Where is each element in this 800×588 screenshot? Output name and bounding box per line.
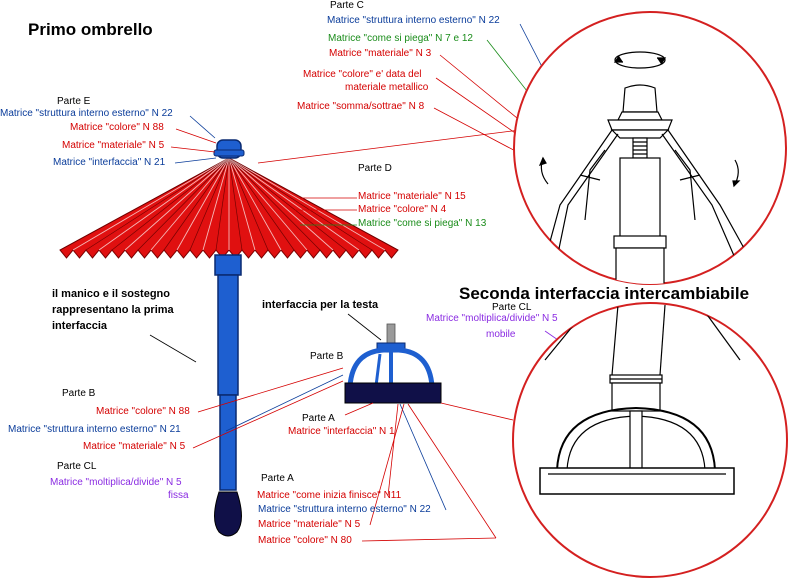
parte-a-bottom-item: Matrice "come inizia finisce" N11 bbox=[257, 490, 402, 501]
parte-a-bottom-header: Parte A bbox=[261, 473, 294, 484]
umbrella-handle bbox=[214, 254, 242, 537]
canopy-rib bbox=[176, 157, 230, 251]
parte-cl-right-item: mobile bbox=[486, 329, 516, 340]
canopy-rib bbox=[124, 157, 230, 251]
parte-cl-right-header: Parte CL bbox=[492, 302, 532, 313]
canopy-rib bbox=[228, 157, 256, 251]
canopy-rib bbox=[59, 157, 230, 251]
note-handle-line: rappresentano la prima bbox=[52, 304, 174, 316]
parte-c-item: materiale metallico bbox=[345, 82, 429, 93]
umbrella-canopy bbox=[59, 157, 399, 259]
head-interface bbox=[344, 323, 442, 404]
canopy-rib bbox=[202, 157, 230, 251]
canopy-rib bbox=[228, 157, 399, 251]
canopy-rib bbox=[72, 157, 230, 251]
parte-d-item: Matrice "come si piega" N 13 bbox=[358, 218, 487, 229]
parte-c-header: Parte C bbox=[330, 0, 364, 11]
canopy-rib bbox=[215, 157, 230, 251]
parte-cl-left-item: Matrice "moltiplica/divide" N 5 bbox=[50, 477, 182, 488]
parte-b-left-header: Parte B bbox=[62, 388, 96, 399]
umbrella-top-knob bbox=[213, 139, 245, 159]
canopy-rib bbox=[228, 157, 360, 251]
canopy-rib bbox=[228, 157, 243, 251]
parte-e-item: Matrice "struttura interno esterno" N 22 bbox=[0, 108, 173, 119]
canopy-rib bbox=[228, 157, 334, 251]
canopy-rib bbox=[98, 157, 230, 251]
parte-cl-left-header: Parte CL bbox=[57, 461, 97, 472]
parte-c-item: Matrice "somma/sottrae" N 8 bbox=[297, 101, 425, 112]
canopy-rib bbox=[228, 157, 321, 251]
parte-cl-right-item: Matrice "moltiplica/divide" N 5 bbox=[426, 313, 558, 324]
detail-circle-top bbox=[513, 11, 787, 285]
canopy-rib bbox=[228, 157, 308, 251]
parte-a-head-header: Parte A bbox=[302, 413, 335, 424]
parte-a-head-item: Matrice "interfaccia" N 1 bbox=[288, 426, 395, 437]
parte-a-bottom-item: Matrice "struttura interno esterno" N 22 bbox=[258, 504, 431, 515]
parte-a-bottom-item: Matrice "materiale" N 5 bbox=[258, 519, 361, 530]
parte-cl-left-item: fissa bbox=[168, 490, 189, 501]
parte-e-header: Parte E bbox=[57, 96, 91, 107]
canopy-rib bbox=[228, 157, 269, 251]
parte-b-left-item: Matrice "struttura interno esterno" N 21 bbox=[8, 424, 181, 435]
canopy-rib bbox=[150, 157, 230, 251]
parte-c-item: Matrice "colore" e' data del bbox=[303, 69, 422, 80]
parte-e-item: Matrice "interfaccia" N 21 bbox=[53, 157, 166, 168]
parte-b-left-item: Matrice "colore" N 88 bbox=[96, 406, 190, 417]
parte-a-bottom-item: Matrice "colore" N 80 bbox=[258, 535, 352, 546]
parte-d-item: Matrice "materiale" N 15 bbox=[358, 191, 466, 202]
canopy-rib bbox=[228, 157, 373, 251]
parte-c-item: Matrice "materiale" N 3 bbox=[329, 48, 432, 59]
canopy-rib bbox=[228, 157, 282, 251]
note-handle-line: interfaccia bbox=[52, 320, 108, 332]
parte-d-item: Matrice "colore" N 4 bbox=[358, 204, 447, 215]
canopy-rib bbox=[228, 157, 295, 251]
note-head-interface: interfaccia per la testa bbox=[262, 299, 379, 311]
note-handle-line: il manico e il sostegno bbox=[52, 288, 170, 300]
detail-circle-bottom bbox=[512, 302, 788, 578]
parte-c-item: Matrice "come si piega" N 7 e 12 bbox=[328, 33, 473, 44]
title-first-umbrella: Primo ombrello bbox=[28, 20, 153, 39]
canopy-rib bbox=[85, 157, 230, 251]
parte-b-left-item: Matrice "materiale" N 5 bbox=[83, 441, 186, 452]
canopy-rib bbox=[228, 157, 386, 251]
parte-e-item: Matrice "colore" N 88 bbox=[70, 122, 164, 133]
parte-c-item: Matrice "struttura interno esterno" N 22 bbox=[327, 15, 500, 26]
title-second-interface: Seconda interfaccia intercambiabile bbox=[459, 284, 750, 303]
canopy-rib bbox=[137, 157, 230, 251]
parte-e-item: Matrice "materiale" N 5 bbox=[62, 140, 165, 151]
parte-b-head-header: Parte B bbox=[310, 351, 344, 362]
canopy-rib bbox=[163, 157, 230, 251]
canopy-rib bbox=[111, 157, 230, 251]
canopy-rib bbox=[189, 157, 230, 251]
parte-d-header: Parte D bbox=[358, 163, 392, 174]
canopy-rib bbox=[228, 157, 347, 251]
